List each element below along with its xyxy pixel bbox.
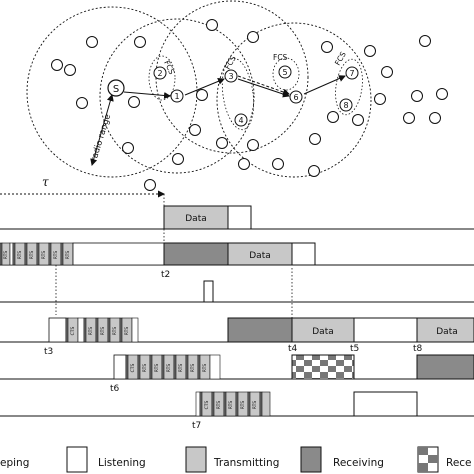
node-1: 1 [170, 89, 184, 103]
svg-text:RTS: RTS [112, 327, 118, 336]
time-label-t6: t6 [110, 384, 120, 394]
svg-text:RTS: RTS [240, 401, 246, 410]
numbered-nodes: 1 2 3 4 5 6 7 8 [153, 65, 359, 127]
legend: eping Listening Transmitting Receiving R… [0, 446, 472, 473]
legend-listening-label: Listening [98, 457, 146, 469]
tau-label: τ [42, 175, 49, 189]
row4-data-label: Data [312, 327, 334, 337]
fcs-ellipse-d [335, 58, 363, 116]
svg-text:RTS: RTS [228, 401, 234, 410]
svg-text:RTS: RTS [124, 327, 130, 336]
svg-text:RTS: RTS [29, 251, 35, 260]
timeline: τ Data [0, 175, 474, 431]
time-label-t5: t5 [350, 344, 359, 354]
node-5: 5 [278, 65, 292, 79]
legend-transmitting-label: Transmitting [213, 457, 279, 469]
svg-text:CTS: CTS [130, 363, 136, 372]
row2-receive [163, 242, 229, 266]
time-label-t2: t2 [161, 270, 170, 280]
row3-listen [203, 280, 214, 303]
legend-collision-label: Rece [446, 457, 472, 469]
svg-text:8: 8 [343, 101, 348, 110]
legend-collision-swatch [417, 446, 439, 473]
svg-text:RTS: RTS [166, 364, 172, 373]
fcs-ellipse-b [221, 57, 255, 131]
fcs-ellipse-a [148, 55, 176, 101]
time-label-t3: t3 [44, 347, 53, 357]
svg-text:RTS: RTS [88, 327, 94, 336]
row6-listen [353, 391, 418, 417]
row6-cts-rts-burst: CTS RTS RTS RTS RTS [195, 391, 271, 417]
svg-text:RTS: RTS [41, 251, 47, 260]
row4-data-transmit-2 [416, 317, 474, 343]
row4-data-transmit [291, 317, 355, 343]
network-topology: radio range S 1 2 3 4 5 6 7 8 FCS FCS FC… [26, 0, 448, 191]
route-arrows [123, 75, 346, 99]
svg-text:RTS: RTS [142, 364, 148, 373]
svg-text:CTS: CTS [204, 400, 210, 409]
radio-range-arrow [90, 94, 114, 166]
radio-range-circle-3 [155, 0, 309, 154]
row1-listen [227, 205, 252, 230]
legend-receiving-swatch [300, 446, 322, 473]
background-nodes [51, 19, 448, 191]
radio-range-label: radio range [89, 113, 113, 163]
svg-text:RTS: RTS [3, 251, 9, 260]
fcs-ellipse-c [272, 57, 300, 91]
svg-text:7: 7 [349, 69, 354, 78]
node-8: 8 [339, 98, 353, 112]
svg-text:RTS: RTS [202, 364, 208, 373]
fcs-label-b: FCS [223, 54, 238, 71]
svg-text:RTS: RTS [53, 251, 59, 260]
svg-text:RTS: RTS [216, 401, 222, 410]
node-7: 7 [345, 66, 359, 80]
svg-text:2: 2 [157, 69, 162, 78]
svg-text:RTS: RTS [190, 364, 196, 373]
fcs-ellipses [148, 55, 363, 131]
time-label-t8: t8 [413, 344, 423, 354]
svg-text:4: 4 [238, 116, 243, 125]
legend-sleeping-label: eping [0, 457, 29, 469]
node-4: 4 [234, 113, 248, 127]
svg-text:RTS: RTS [17, 251, 23, 260]
row2-rts-burst: RTS RTS RTS RTS RTS RTS [0, 242, 165, 266]
svg-text:RTS: RTS [252, 401, 258, 410]
row1-data-label: Data [185, 214, 207, 224]
node-3: 3 [224, 69, 238, 83]
row2-data-label: Data [249, 251, 271, 261]
svg-text:RTS: RTS [154, 364, 160, 373]
svg-text:RTS: RTS [65, 251, 71, 260]
time-label-t7: t7 [192, 421, 201, 431]
source-label: S [113, 84, 119, 95]
row2-listen [291, 242, 316, 266]
time-label-t4: t4 [288, 344, 298, 354]
row4-cts-rts-burst: CTS RTS RTS RTS RTS [48, 317, 139, 343]
legend-receiving-label: Receiving [333, 457, 384, 469]
row5-rts-burst: CTS RTS RTS RTS RTS RTS RTS [113, 354, 221, 380]
svg-text:RTS: RTS [178, 364, 184, 373]
fcs-label-c: FCS [273, 53, 288, 62]
row5-receive [416, 354, 474, 380]
svg-text:RTS: RTS [100, 327, 106, 336]
row4-data-label-2: Data [436, 327, 458, 337]
row5-collision [291, 354, 355, 380]
row4-listen [353, 317, 418, 343]
source-node: S [107, 79, 125, 97]
svg-text:3: 3 [228, 72, 233, 81]
svg-text:CTS: CTS [70, 326, 76, 335]
node-6: 6 [289, 90, 303, 104]
svg-text:1: 1 [174, 92, 179, 101]
node-2: 2 [153, 66, 167, 80]
legend-transmitting-swatch [185, 446, 207, 473]
svg-text:5: 5 [282, 68, 287, 77]
fcs-label-d: FCS [333, 50, 348, 67]
svg-text:6: 6 [293, 93, 298, 102]
row4-receive [227, 317, 293, 343]
legend-listening-swatch [66, 446, 88, 473]
radio-range-circle-6 [216, 22, 372, 178]
